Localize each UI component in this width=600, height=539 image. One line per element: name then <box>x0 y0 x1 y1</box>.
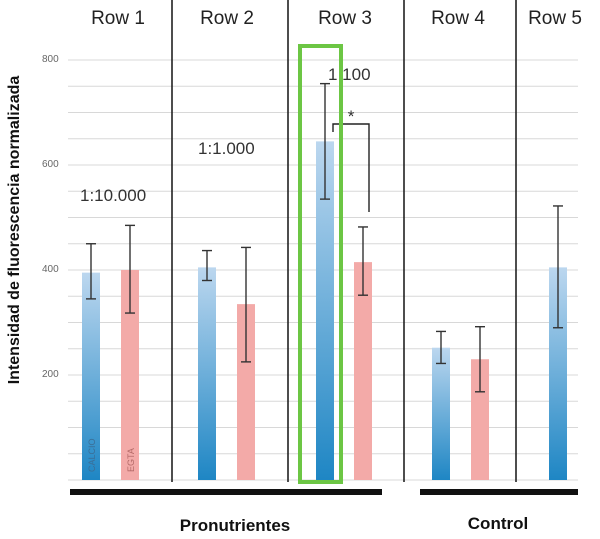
bar-calcio-row-1 <box>82 272 100 480</box>
bar-calcio-row-4 <box>432 347 450 480</box>
bar-calcio-row-5 <box>549 267 567 480</box>
bars <box>82 141 567 480</box>
y-tick-label-400: 400 <box>42 264 59 275</box>
group-label-pronutrientes: Pronutrientes <box>180 516 291 535</box>
row-label-2: Row 2 <box>200 8 254 29</box>
bar-calcio-row-3 <box>316 141 334 480</box>
row-label-3: Row 3 <box>318 8 372 29</box>
row-label-4: Row 4 <box>431 8 485 29</box>
dilution-label-1: 1:10.000 <box>80 186 146 205</box>
dilution-label-3: 1:100 <box>328 65 371 84</box>
dilution-label-2: 1:1.000 <box>198 139 255 158</box>
y-axis-label: Intensidad de fluorescencia normalizada <box>6 76 23 385</box>
row-label-1: Row 1 <box>91 8 145 29</box>
y-ticks: 200 400 600 800 <box>42 54 59 380</box>
bar-egta-row-4 <box>471 359 489 480</box>
group-bar-control <box>420 489 578 495</box>
highlight-box <box>298 44 343 484</box>
row-label-5: Row 5 <box>528 8 582 29</box>
group-label-control: Control <box>468 514 528 533</box>
y-tick-label-600: 600 <box>42 159 59 170</box>
row-dividers <box>171 0 517 482</box>
significance-bracket <box>332 123 370 212</box>
y-tick-label-800: 800 <box>42 54 59 65</box>
error-bars <box>86 82 563 393</box>
egta-bar-label: EGTA <box>126 448 136 472</box>
bar-calcio-row-2 <box>198 267 216 480</box>
bar-egta-row-1 <box>121 270 139 480</box>
significance-star: * <box>348 107 355 126</box>
bar-egta-row-2 <box>237 304 255 480</box>
y-tick-label-200: 200 <box>42 369 59 380</box>
calcio-bar-label: CALCIO <box>87 438 97 472</box>
bar-egta-row-3 <box>354 262 372 480</box>
group-bar-pronutrientes <box>70 489 382 495</box>
